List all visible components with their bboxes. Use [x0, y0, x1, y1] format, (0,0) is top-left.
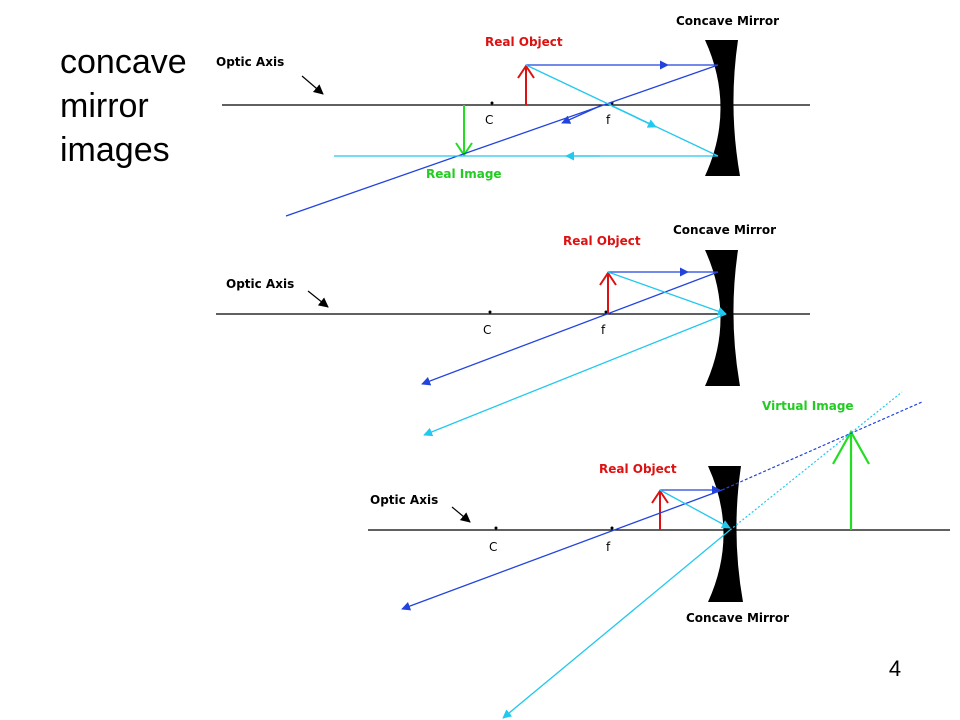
mirror-label: Concave Mirror: [673, 223, 776, 237]
optic-axis-label: Optic Axis: [216, 55, 284, 69]
slide-title: concave mirror images: [60, 43, 187, 169]
object-label: Real Object: [599, 462, 677, 476]
diagram-3: Optic Axis Concave Mirror C f Real Objec…: [368, 391, 950, 719]
center-point: [494, 526, 498, 530]
virtual-image-label: Virtual Image: [762, 399, 854, 413]
focal-label: f: [601, 323, 606, 337]
diagram-1: Optic Axis Concave Mirror C f Real Objec…: [216, 14, 810, 217]
ray-focal-incident-arrow: [611, 105, 657, 128]
image-label: Real Image: [426, 167, 502, 181]
virtual-image-arrow-head: [832, 429, 870, 465]
center-point: [488, 310, 492, 314]
object-arrow-head: [651, 489, 669, 504]
focal-point: [610, 526, 614, 530]
optic-axis-label: Optic Axis: [370, 493, 438, 507]
mirror-label: Concave Mirror: [676, 14, 779, 28]
center-point: [490, 101, 494, 105]
ray-center-extension: [729, 391, 903, 531]
ray-parallel-extension: [721, 401, 923, 491]
center-label: C: [489, 540, 497, 554]
optic-axis-pointer: [307, 290, 329, 308]
optic-axis-label: Optic Axis: [226, 277, 294, 291]
ray-center-reflected: [502, 529, 731, 719]
center-label: C: [483, 323, 491, 337]
ray-parallel-reflected: [285, 64, 719, 217]
focal-label: f: [606, 113, 611, 127]
object-label: Real Object: [563, 234, 641, 248]
center-label: C: [485, 113, 493, 127]
focal-point: [604, 310, 608, 314]
mirror-label: Concave Mirror: [686, 611, 789, 625]
page-number: 4: [888, 656, 902, 681]
ray-focal-incident: [607, 271, 727, 316]
ray-focal-reflected: [423, 313, 727, 437]
image-arrow-head: [455, 142, 473, 157]
ray-parallel-reflected: [421, 271, 719, 386]
concave-mirror: [705, 250, 740, 386]
optic-axis-pointer: [301, 75, 324, 95]
ray-parallel-reflected-arrow: [561, 105, 601, 124]
concave-mirror: [705, 40, 740, 176]
diagram-2: Optic Axis Concave Mirror C f Real Objec…: [216, 223, 810, 437]
optic-axis-pointer: [451, 506, 471, 523]
object-label: Real Object: [485, 35, 563, 49]
ray-center-incident: [659, 489, 731, 529]
ray-parallel-reflected: [401, 489, 723, 611]
object-arrow-head: [517, 64, 535, 79]
object-arrow-head: [599, 271, 617, 286]
focal-label: f: [606, 540, 611, 554]
